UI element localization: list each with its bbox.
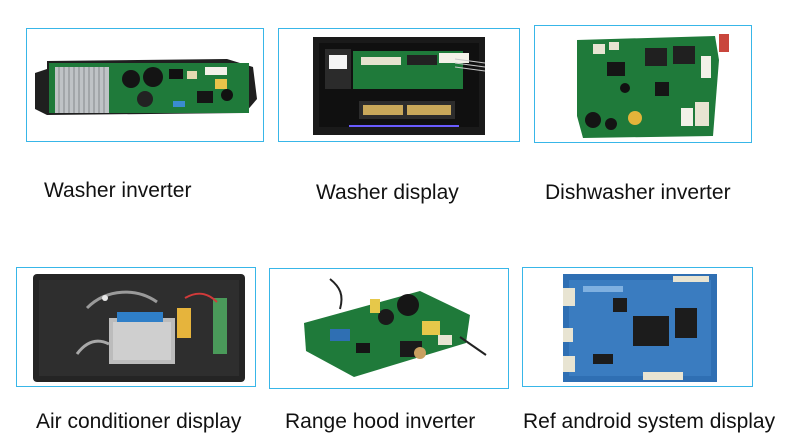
pcb-photo-icon xyxy=(577,34,729,138)
pcb-photo-icon xyxy=(563,274,717,382)
caption-washer-inverter: Washer inverter xyxy=(44,179,192,202)
caption-washer-display: Washer display xyxy=(316,181,459,204)
pcb-photo-icon xyxy=(313,37,486,135)
pcb-photo-icon xyxy=(304,278,487,377)
caption-dishwasher-inverter: Dishwasher inverter xyxy=(545,181,731,204)
pcb-photo-icon xyxy=(35,59,257,115)
pcb-photo-icon xyxy=(33,274,245,382)
product-image-dishwasher-inverter xyxy=(534,25,752,143)
product-image-washer-inverter xyxy=(26,28,264,142)
product-image-air-conditioner-display xyxy=(16,267,256,387)
product-image-washer-display xyxy=(278,28,520,142)
caption-ref-android-system-display: Ref android system display xyxy=(523,410,776,433)
product-image-ref-android-system-display xyxy=(522,267,753,387)
caption-air-conditioner-display: Air conditioner display xyxy=(36,410,242,433)
caption-range-hood-inverter: Range hood inverter xyxy=(285,410,476,433)
product-image-range-hood-inverter xyxy=(269,268,509,389)
